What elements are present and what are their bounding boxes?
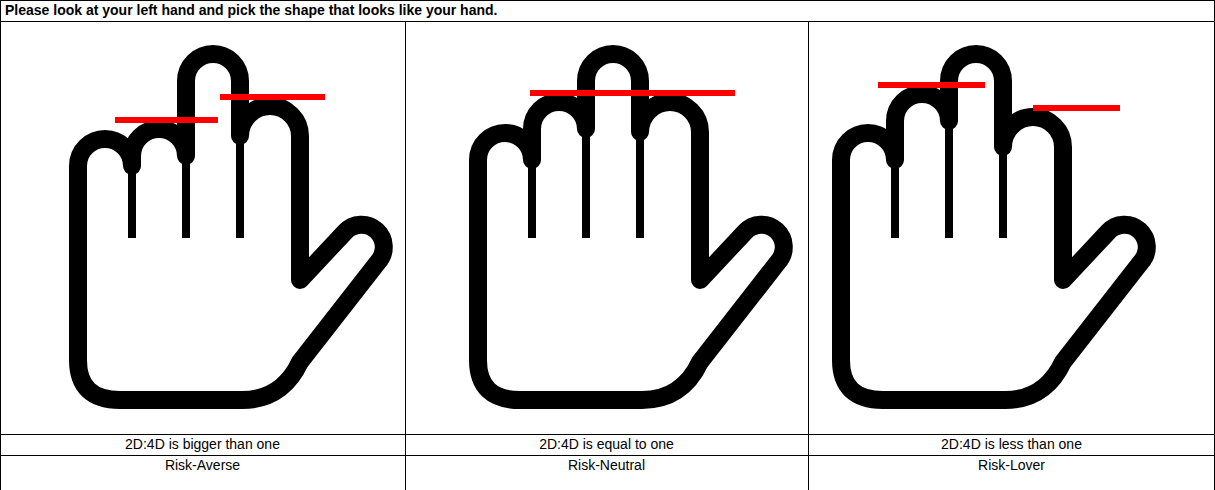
table-cell: Risk-Neutral (407, 455, 806, 476)
table-rule (808, 21, 809, 490)
hand-icons (78, 54, 1147, 400)
finger-gap (128, 166, 136, 238)
finger-gap (891, 160, 899, 238)
table-rule (405, 21, 406, 490)
table-rule (0, 0, 1, 490)
finger-length-mark (1033, 105, 1120, 111)
hand-outline (478, 54, 784, 400)
table-rule (0, 434, 1215, 435)
hand-icon (841, 54, 1147, 400)
table-cell: 2D:4D is equal to one (407, 434, 806, 455)
table-header: Please look at your left hand and pick t… (5, 0, 497, 21)
finger-length-mark (115, 117, 218, 123)
finger-gap (236, 136, 244, 238)
table-cell: Risk-Averse (2, 455, 403, 476)
finger-length-mark (530, 90, 735, 96)
finger-length-marks (115, 85, 1120, 120)
table-cell: 2D:4D is less than one (810, 434, 1213, 455)
hand-icon (478, 54, 784, 400)
table-rule (0, 21, 1215, 22)
finger-gap (582, 129, 590, 238)
table-cell: 2D:4D is bigger than one (2, 434, 403, 455)
finger-gap (182, 156, 190, 238)
finger-gap (999, 147, 1007, 238)
finger-length-mark (878, 82, 985, 88)
table-cell: Risk-Lover (810, 455, 1213, 476)
hand-outline (78, 54, 384, 400)
finger-gap (636, 132, 644, 238)
finger-gap (945, 121, 953, 238)
table-rule (0, 0, 1215, 1)
finger-length-mark (220, 94, 325, 100)
table-rule (1214, 0, 1215, 490)
hand-icon (78, 54, 384, 400)
table-rule (0, 455, 1215, 456)
hand-outline (841, 54, 1147, 400)
finger-gap (528, 160, 536, 238)
